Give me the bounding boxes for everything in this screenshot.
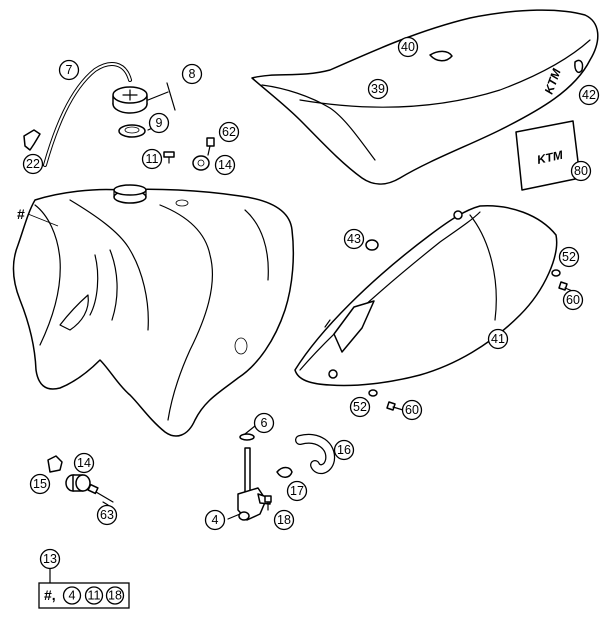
svg-text:11: 11 [146,152,159,166]
grommet-43 [365,239,379,251]
vent-hose [43,62,132,167]
bushing-14-top [192,155,210,171]
svg-text:9: 9 [156,116,163,130]
decal-logo: KTM [536,148,565,167]
callout-8: 8 [181,63,203,85]
callout-22: 22 [22,153,44,175]
callout-6: 6 [253,412,275,434]
callout-63: 63 [96,504,118,526]
fuel-cap [112,86,148,138]
side-cover [294,205,558,387]
svg-text:16: 16 [337,443,351,457]
svg-text:63: 63 [100,508,114,522]
svg-text:41: 41 [491,332,505,346]
svg-text:40: 40 [401,40,415,54]
grommet-52-upper [551,269,561,277]
callout-18: 18 [273,509,295,531]
kit-hash: #, [44,587,56,603]
callout-60-upper: 60 [562,289,584,311]
callout-62: 62 [218,121,240,143]
callout-11: 11 [141,148,163,170]
hose-clamp-17 [276,466,293,478]
screw-18 [264,495,272,511]
callout-15: 15 [29,473,51,495]
screw-60-lower [386,401,404,411]
callout-14-bottom: 14 [73,452,95,474]
svg-text:62: 62 [222,125,236,139]
svg-text:42: 42 [582,88,596,102]
kit-item-11: 11 [84,586,104,605]
svg-text:14: 14 [218,158,232,172]
fuel-tap [237,433,271,521]
callout-4: 4 [204,509,226,531]
svg-text:39: 39 [371,82,385,96]
svg-text:18: 18 [108,589,122,603]
callout-16: 16 [333,439,355,461]
screw-11 [163,151,175,164]
seat [251,9,599,185]
hose-fitting [23,129,41,151]
grommet-52-lower [368,389,378,397]
svg-text:52: 52 [353,400,367,414]
callout-41: 41 [487,328,509,350]
svg-text:60: 60 [405,403,419,417]
callout-43: 43 [343,228,365,250]
svg-text:60: 60 [566,293,580,307]
callout-39: 39 [367,78,389,100]
svg-text:52: 52 [562,250,576,264]
svg-text:17: 17 [290,484,304,498]
callout-7: 7 [58,59,80,81]
callout-60-lower: 60 [401,399,423,421]
svg-text:14: 14 [77,456,91,470]
svg-text:6: 6 [261,416,268,430]
svg-text:13: 13 [43,552,57,566]
svg-text:4: 4 [212,513,219,527]
fuel-hose-16 [295,433,336,475]
screw-62 [206,137,215,156]
callout-52-upper: 52 [558,246,580,268]
svg-text:7: 7 [66,63,73,77]
svg-text:4: 4 [69,589,76,603]
callout-40: 40 [397,36,419,58]
kit-item-18: 18 [105,586,125,605]
bolt-63 [87,483,114,503]
callout-13: 13 [39,548,61,570]
kit-item-4: 4 [62,586,82,605]
hash-marker: # [17,206,25,222]
svg-text:11: 11 [88,589,101,603]
svg-text:43: 43 [347,232,361,246]
callout-52-lower: 52 [349,396,371,418]
callout-80: 80 [570,160,592,182]
callout-17: 17 [286,480,308,502]
svg-text:80: 80 [574,164,588,178]
callout-9: 9 [148,112,170,134]
fuel-tank [12,184,295,437]
kit-box: 13 #, 4 11 18 [38,548,130,609]
svg-text:8: 8 [189,67,196,81]
svg-text:15: 15 [33,477,47,491]
bushing-14-bottom [65,474,91,492]
screw-15 [47,455,63,473]
callout-14-top: 14 [214,154,236,176]
svg-text:18: 18 [277,513,291,527]
callout-42: 42 [578,84,600,106]
svg-text:22: 22 [26,157,40,171]
